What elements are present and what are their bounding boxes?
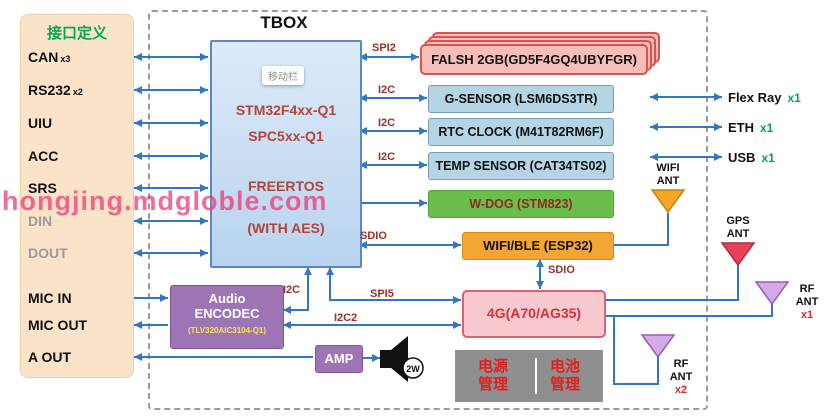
interface-label: A OUT <box>28 349 72 365</box>
interface-label: CAN <box>28 49 59 65</box>
rf-ant-2-label: RF ANT x2 <box>666 358 696 397</box>
io-flexray: Flex Ray x1 <box>728 90 801 105</box>
tbox-title: TBOX <box>260 13 308 32</box>
interface-item-mic-out: MIC OUT <box>28 316 87 334</box>
interface-count: x3 <box>60 54 71 64</box>
rtc-block: RTC CLOCK (M41T82RM6F) <box>428 118 614 146</box>
gps-ant-label: GPS ANT <box>720 215 756 241</box>
interface-label: ACC <box>28 148 59 164</box>
ant-line: ANT <box>726 228 750 240</box>
mcu-overlay-tag: 移动栏 <box>262 66 304 85</box>
ant-line: WIFI <box>656 162 680 174</box>
g-sensor-block: G-SENSOR (LSM6DS3TR) <box>428 85 614 113</box>
rf-antenna-1-icon <box>754 281 790 306</box>
interface-item-din: DIN <box>28 212 52 230</box>
ant-line: RF <box>673 358 689 370</box>
bus-label-sdio-4g: SDIO <box>548 264 575 276</box>
ant-line: GPS <box>726 215 750 227</box>
audio-part-number: (TLV320AIC3104-Q1) <box>187 326 267 335</box>
audio-encodec-block: Audio ENCODEC (TLV320AIC3104-Q1) <box>170 285 284 349</box>
mcu-aes: (WITH AES) <box>247 220 325 236</box>
power-mgmt-label: 电源管理 <box>477 358 508 393</box>
bus-label-sdio-wifi: SDIO <box>360 230 387 242</box>
ant-line: ANT <box>669 371 693 383</box>
io-count: x1 <box>787 91 801 105</box>
modem-4g-block: 4G(A70/AG35) <box>462 290 606 338</box>
tbox-boundary <box>148 10 708 410</box>
interface-panel-title: 接口定义 <box>46 25 107 42</box>
wifi-ble-block: WIFI/BLE (ESP32) <box>462 232 614 260</box>
interface-item-uiu: UIU <box>28 114 52 132</box>
io-label: Flex Ray <box>728 90 782 105</box>
interface-label: MIC OUT <box>28 317 88 333</box>
interface-label: DOUT <box>28 245 68 261</box>
watermark: hongjing.mdgloble.com <box>2 186 328 216</box>
ant-line: RF <box>799 283 815 295</box>
bus-label-i2c-audio: I2C <box>283 284 301 296</box>
flash-block: FALSH 2GB(GD5F4GQ4UBYFGR) <box>420 44 648 75</box>
interface-label: MIC IN <box>28 290 72 306</box>
rf-ant-1-label: RF ANT x1 <box>792 283 822 322</box>
bus-label-i2c-gsensor: I2C <box>378 84 396 96</box>
interface-item-a-out: A OUT <box>28 348 71 366</box>
ant-line: ANT <box>795 296 819 308</box>
io-usb: USB x1 <box>728 150 775 165</box>
io-label: ETH <box>728 120 754 135</box>
bus-label-spi2: SPI2 <box>372 42 396 54</box>
mcu-os: FREERTOS <box>248 178 324 194</box>
interface-label: SRS <box>28 180 57 196</box>
audio-title-1: Audio <box>208 291 246 306</box>
gps-antenna-icon <box>720 242 756 267</box>
ant-count: x1 <box>800 309 814 321</box>
ant-count: x2 <box>674 384 688 396</box>
bus-label-i2c-temp: I2C <box>378 151 396 163</box>
temp-sensor-block: TEMP SENSOR (CAT34TS02) <box>428 152 614 180</box>
interface-label: DIN <box>28 213 53 229</box>
io-label: USB <box>728 150 756 165</box>
speaker-power-label: 2W <box>406 364 420 374</box>
battery-mgmt-label: 电池管理 <box>535 358 585 394</box>
bus-label-i2c-rtc: I2C <box>378 117 396 129</box>
interface-label: RS232 <box>28 82 71 98</box>
audio-title-2: ENCODEC <box>194 306 260 321</box>
mcu-model-spc5: SPC5xx-Q1 <box>248 128 324 144</box>
wifi-ant-label: WIFI ANT <box>650 162 686 188</box>
mcu-block: 移动栏 STM32F4xx-Q1 SPC5xx-Q1 FREERTOS (WIT… <box>210 40 362 268</box>
interface-item-dout: DOUT <box>28 244 68 262</box>
bus-label-spi5: SPI5 <box>370 288 394 300</box>
speaker-icon: 2W <box>380 334 426 389</box>
interface-item-mic-in: MIC IN <box>28 289 72 307</box>
watchdog-block: W-DOG (STM823) <box>428 190 614 218</box>
io-count: x1 <box>761 151 775 165</box>
mcu-model-stm32: STM32F4xx-Q1 <box>235 102 337 118</box>
power-management-block: 电源管理 电池管理 <box>455 350 603 402</box>
io-eth: ETH x1 <box>728 120 773 135</box>
interface-item-srs: SRS <box>28 179 57 197</box>
interface-label: UIU <box>28 115 53 131</box>
ant-line: ANT <box>656 175 680 187</box>
amp-block: AMP <box>315 345 363 373</box>
bus-label-i2c2: I2C2 <box>334 312 358 324</box>
interface-panel: 接口定义 <box>20 14 134 378</box>
io-count: x1 <box>760 121 774 135</box>
interface-count: x2 <box>72 87 83 97</box>
interface-item-acc: ACC <box>28 147 58 165</box>
